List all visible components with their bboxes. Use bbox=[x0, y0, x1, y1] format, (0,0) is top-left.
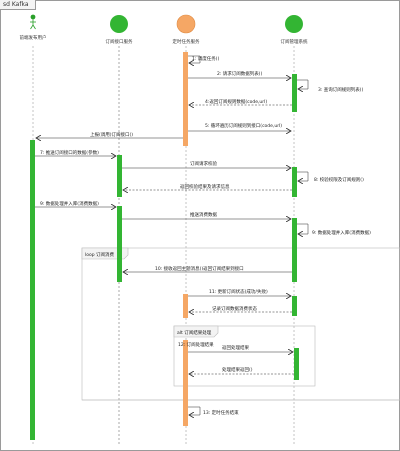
message-4: 4:返回订阅规则数据(code,url) bbox=[189, 98, 292, 105]
message-12: 9: 数据处理并入库(消费数据) bbox=[35, 200, 116, 207]
loop-fragment-label: loop 订阅消费 bbox=[85, 251, 115, 258]
activation-interface-1 bbox=[117, 155, 122, 197]
message-label: 返回处理结果 bbox=[222, 344, 249, 351]
lifeline-head-interface bbox=[110, 15, 128, 33]
message-label: 返回校验结果及请求信息 bbox=[180, 183, 230, 190]
message-8: 7: 推送订阅接口的数据(参数) bbox=[35, 149, 116, 156]
message-16: 11: 更新订阅状态(成功/失败) bbox=[188, 288, 291, 296]
message-label: 订阅请求校验 bbox=[190, 160, 217, 167]
activation-actor bbox=[30, 140, 35, 440]
message-3: 3: 查询订阅规则列表() bbox=[297, 79, 364, 93]
message-label: 处理结果返回() bbox=[222, 366, 253, 373]
message-label: 1: 调度任务() bbox=[192, 55, 220, 62]
message-1: 1: 调度任务() bbox=[188, 55, 220, 63]
alt-fragment: alt 订阅结果处理 bbox=[173, 325, 316, 387]
message-7: 上报(调用)订阅接口() bbox=[36, 131, 183, 138]
activation-subsvc-3 bbox=[292, 218, 297, 282]
activation-subsvc-2 bbox=[292, 167, 297, 197]
message-11: 返回校验结果及请求信息 bbox=[123, 183, 292, 190]
message-label: 3: 查询订阅规则列表() bbox=[318, 86, 364, 93]
message-5: 5: 循环遍历订阅规则到接口(code,url) bbox=[205, 122, 282, 129]
activation-cron-2 bbox=[183, 294, 188, 318]
activation-cron-3 bbox=[183, 340, 188, 426]
activation-subsvc-4 bbox=[292, 296, 297, 316]
message-label: 11: 更新订阅状态(成功/失败) bbox=[209, 288, 268, 295]
lifeline-label-actor: 前端发布用户 bbox=[20, 34, 47, 41]
message-9: 订阅请求校验 bbox=[122, 160, 291, 168]
message-2: 2: 请求订阅数据列表() bbox=[188, 70, 291, 78]
activation-cron-1 bbox=[183, 52, 188, 146]
lifeline-label-interface: 订阅接口服务 bbox=[106, 38, 133, 45]
lifeline-head-subsvc bbox=[285, 15, 303, 33]
message-13: 推送消费数据 bbox=[122, 211, 291, 219]
message-21: 13: 定时任务结束 bbox=[188, 406, 239, 416]
lifeline-label-cron: 定时任务服务 bbox=[173, 38, 200, 45]
message-label: 9: 数据处理并入库(消费数据) bbox=[40, 200, 99, 207]
activation-subsvc-5 bbox=[294, 348, 299, 380]
message-label: 上报(调用)订阅接口() bbox=[90, 131, 133, 138]
message-label: 9: 数据处理并入库(消费数据) bbox=[312, 229, 371, 236]
message-17: 记录订阅数据消费状态 bbox=[189, 305, 292, 312]
message-label: 10: 接收返回主题消息()返回订阅结果到接口 bbox=[155, 265, 244, 272]
message-label: 12: 订阅处理结果 bbox=[178, 341, 214, 348]
message-label: 4:返回订阅规则数据(code,url) bbox=[205, 98, 267, 105]
diagram-title: sd Kafka bbox=[0, 0, 36, 10]
activation-subsvc-1 bbox=[292, 74, 297, 112]
activation-interface-2 bbox=[117, 206, 122, 282]
message-label: 2: 请求订阅数据列表() bbox=[217, 70, 263, 77]
message-18: 12: 订阅处理结果 bbox=[178, 341, 214, 348]
message-19: 返回处理结果 bbox=[188, 344, 293, 352]
lifeline-label-subsvc: 订阅管理系统 bbox=[281, 38, 308, 45]
lifeline-head-cron bbox=[176, 14, 196, 34]
message-label: 8: 校验权限及订阅规则() bbox=[314, 176, 364, 183]
message-label: 13: 定时任务结束 bbox=[203, 409, 239, 416]
message-label: 5: 循环遍历订阅规则到接口(code,url) bbox=[205, 122, 282, 129]
message-label: 7: 推送订阅接口的数据(参数) bbox=[40, 149, 99, 156]
message-15: 10: 接收返回主题消息()返回订阅结果到接口 bbox=[123, 265, 292, 272]
message-20: 处理结果返回() bbox=[189, 366, 294, 374]
message-label: 记录订阅数据消费状态 bbox=[212, 305, 257, 312]
message-14: 9: 数据处理并入库(消费数据) bbox=[297, 223, 371, 236]
actor-head bbox=[30, 14, 36, 30]
message-label: 推送消费数据 bbox=[190, 211, 217, 218]
message-10: 8: 校验权限及订阅规则() bbox=[297, 171, 364, 183]
alt-fragment-label: alt 订阅结果处理 bbox=[177, 329, 212, 336]
